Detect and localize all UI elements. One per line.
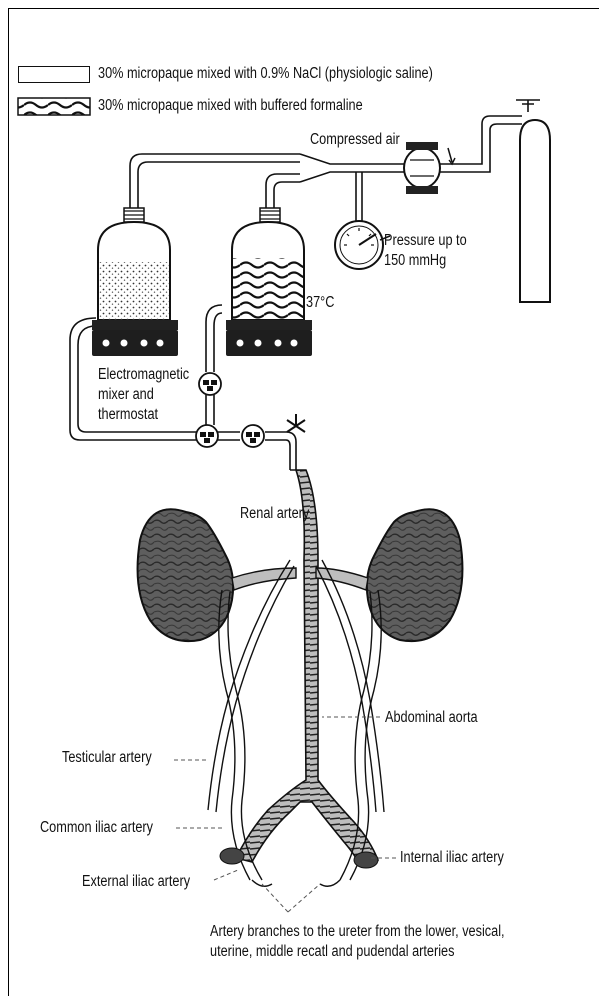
label-mixer-3: thermostat [98,405,158,424]
air-pump [404,142,455,194]
cannula-clamp [287,414,305,432]
jar-formaline [226,208,312,356]
label-abdominal-aorta: Abdominal aorta [385,708,478,727]
label-temperature: 37°C [306,293,334,312]
label-mixer-2: mixer and [98,385,154,404]
label-testicular-artery: Testicular artery [62,748,152,767]
legend-label-formaline: 30% micropaque mixed with buffered forma… [98,96,363,115]
legend-swatch-plain [18,66,90,83]
label-internal-iliac: Internal iliac artery [400,848,504,867]
label-branches-1: Artery branches to the ureter from the l… [210,922,505,941]
legend-label-saline: 30% micropaque mixed with 0.9% NaCl (phy… [98,64,433,83]
pressure-gauge [335,221,390,269]
label-compressed-air: Compressed air [310,130,400,149]
gas-tank [520,120,550,302]
legend-swatch-wavy [18,98,90,115]
label-pressure-1: Pressure up to [384,231,467,250]
label-pressure-2: 150 mmHg [384,251,446,270]
kidneys [138,509,463,641]
jar-saline [92,208,178,356]
label-renal-artery: Renal artery [240,504,309,523]
aorta [232,470,378,866]
label-mixer-1: Electromagnetic [98,365,189,384]
label-common-iliac: Common iliac artery [40,818,153,837]
label-external-iliac: External iliac artery [82,872,190,891]
label-branches-2: uterine, middle recatl and pudendal arte… [210,942,454,961]
